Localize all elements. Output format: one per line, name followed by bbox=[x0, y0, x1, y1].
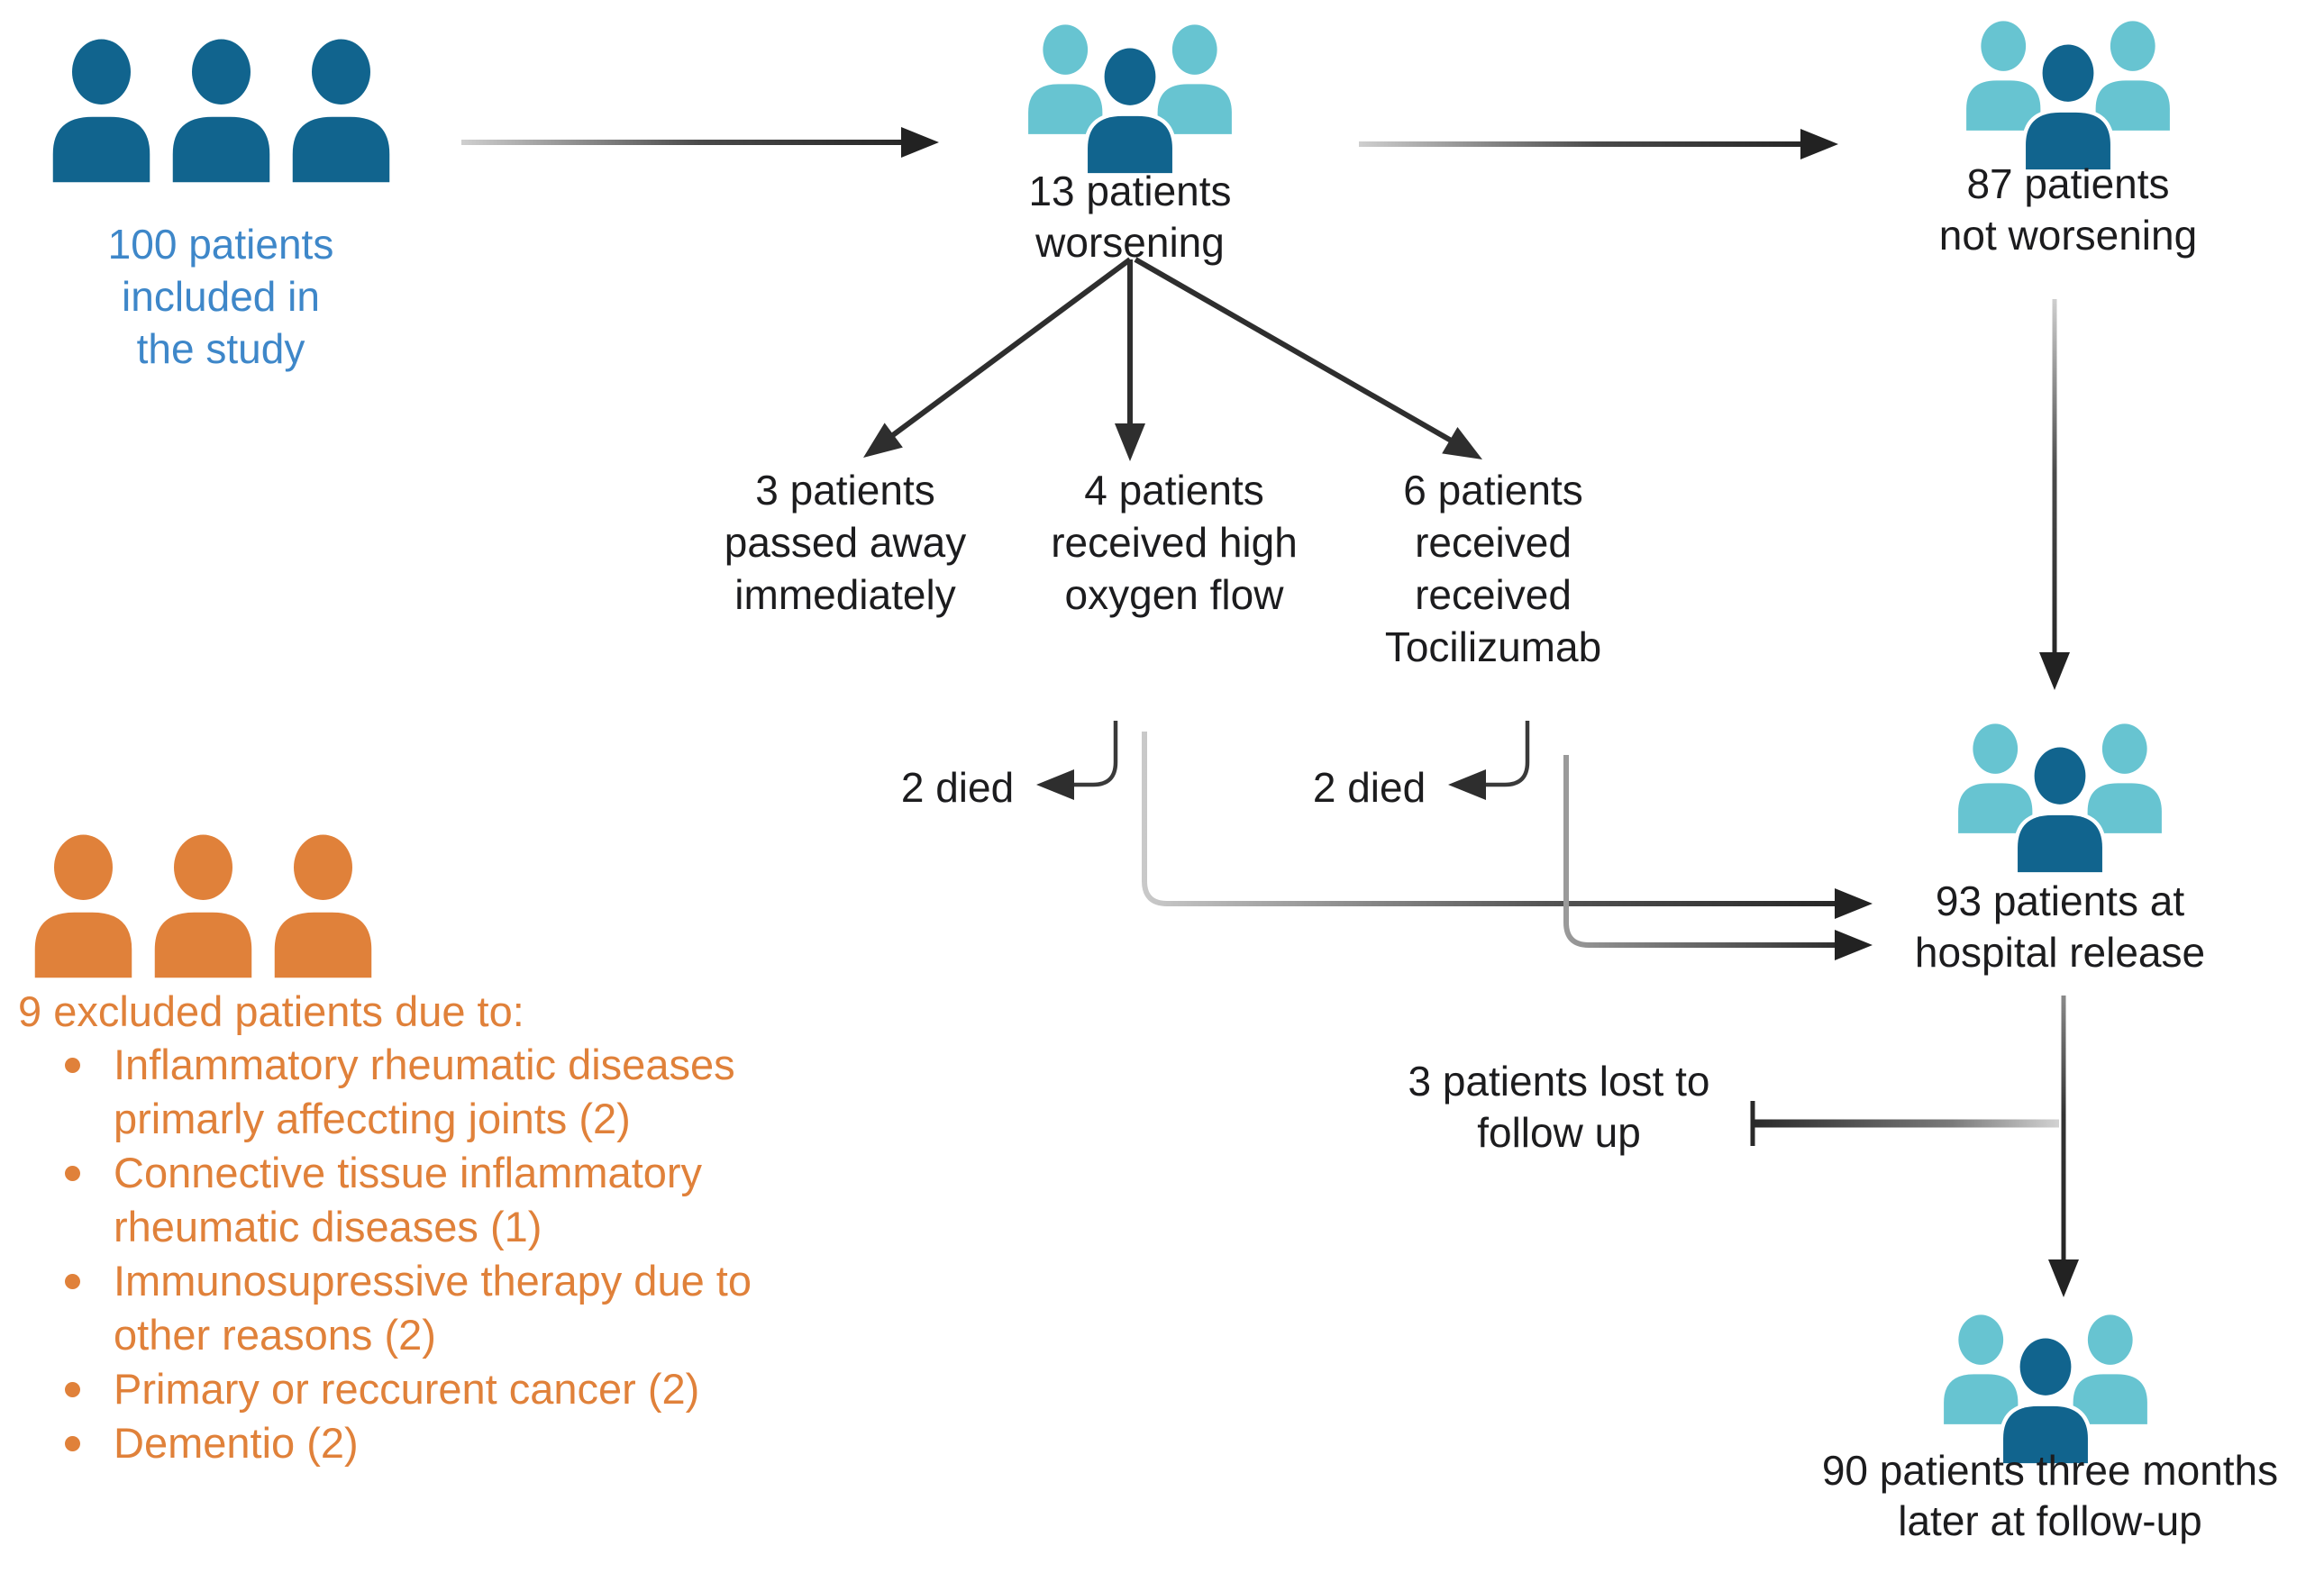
hospital-release-icon bbox=[1947, 714, 2173, 882]
arrowhead-to-tocilizumab bbox=[1442, 427, 1482, 459]
arrow-worsening-to-passed-away bbox=[878, 257, 1132, 448]
follow-up-label: 90 patients three months later at follow… bbox=[1821, 1447, 2279, 1544]
arrowhead-included-to-worsening bbox=[901, 127, 939, 158]
high-oxygen-label: 4 patients received high oxygen flow bbox=[1051, 467, 1298, 618]
died-after-oxygen-label: 2 died bbox=[900, 764, 1015, 811]
excluded-list-item: Inflammatory rheumatic diseases primarly… bbox=[54, 1038, 829, 1146]
not-worsening-label: 87 patients not worsening bbox=[1938, 160, 2198, 259]
arrowhead-to-passed-away bbox=[863, 423, 903, 458]
excluded-patients-icons bbox=[27, 833, 379, 980]
person-icon bbox=[274, 834, 372, 978]
lost-follow-up-label: 3 patients lost to follow up bbox=[1408, 1058, 1710, 1156]
arrowhead-to-high-oxygen bbox=[1115, 423, 1145, 461]
person-icon bbox=[52, 39, 150, 183]
excluded-list-item: Immunosupressive therapy due to other re… bbox=[54, 1254, 829, 1362]
arrow-oxygen-to-died bbox=[1071, 721, 1118, 787]
included-label: 100 patients included in the study bbox=[107, 221, 334, 372]
arrowhead-worsening-to-not-worsening bbox=[1800, 129, 1838, 159]
tocilizumab-label: 6 patients received received Tocilizumab bbox=[1384, 467, 1602, 670]
arrowhead-tocilizumab-to-died bbox=[1448, 769, 1486, 800]
person-icon bbox=[34, 834, 132, 978]
excluded-list-item: Dementio (2) bbox=[54, 1416, 829, 1470]
excluded-title: 9 excluded patients due to: bbox=[18, 987, 524, 1035]
excluded-list-item: Primary or reccurent cancer (2) bbox=[54, 1362, 829, 1416]
patients-group-icon bbox=[1017, 14, 1243, 178]
arrow-worsening-to-tocilizumab bbox=[1134, 257, 1467, 451]
arrow-tocilizumab-to-release bbox=[1563, 755, 1838, 948]
arrowhead-tocilizumab-to-release bbox=[1835, 930, 1873, 960]
patients-group-icon bbox=[1947, 714, 2173, 877]
person-icon bbox=[172, 39, 270, 183]
excluded-list-item: Connective tissue inflammatory rheumatic… bbox=[54, 1146, 829, 1254]
person-icon bbox=[154, 834, 252, 978]
hospital-release-label: 93 patients at hospital release bbox=[1914, 877, 2206, 976]
included-patients-icons bbox=[45, 38, 397, 185]
arrowhead-oxygen-to-release bbox=[1835, 888, 1873, 919]
arrow-oxygen-to-release bbox=[1142, 732, 1838, 906]
died-after-tocilizumab-label: 2 died bbox=[1312, 764, 1426, 811]
not-worsening-icon bbox=[1955, 11, 2181, 179]
arrowhead-oxygen-to-died bbox=[1036, 769, 1074, 800]
patients-group-icon bbox=[1933, 1305, 2158, 1468]
arrow-tocilizumab-to-died bbox=[1482, 721, 1530, 787]
excluded-list: Inflammatory rheumatic diseases primarly… bbox=[54, 1038, 829, 1470]
worsening-icon bbox=[1017, 14, 1243, 183]
passed-away-label: 3 patients passed away immediately bbox=[724, 467, 967, 618]
worsening-label: 13 patients worsening bbox=[1028, 168, 1232, 266]
arrowhead-release-to-follow-up bbox=[2048, 1259, 2079, 1297]
arrowhead-not-worsening-to-release bbox=[2039, 652, 2070, 690]
patients-group-icon bbox=[1955, 11, 2181, 175]
person-icon bbox=[292, 39, 390, 183]
